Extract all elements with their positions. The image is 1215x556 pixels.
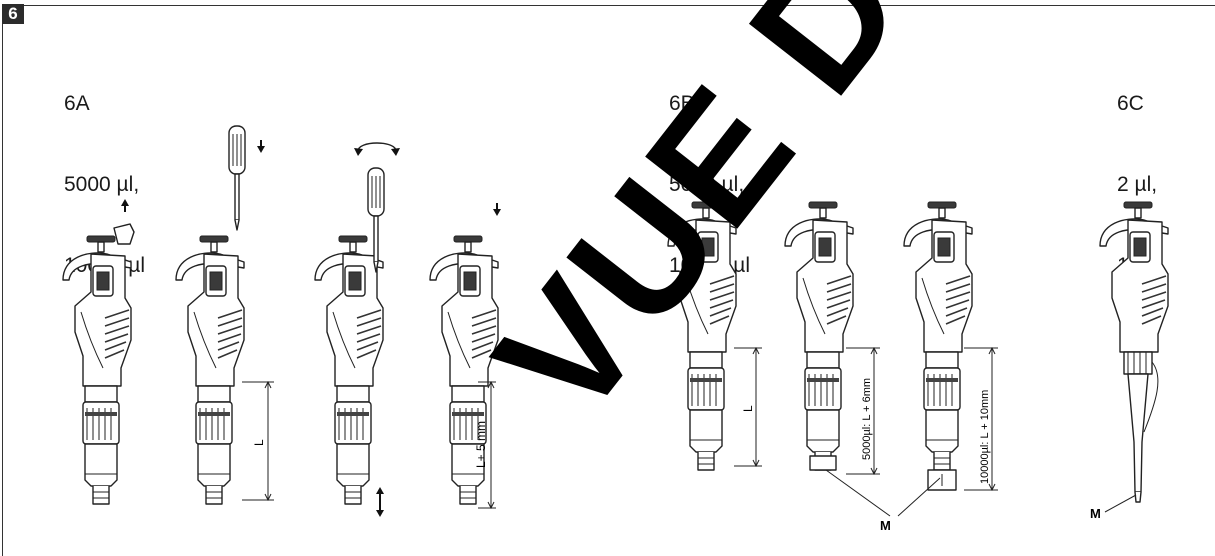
frame-top-rule: [24, 5, 1215, 6]
rotate-arrow-icon: [354, 142, 400, 156]
pipette-6c: [1099, 201, 1169, 503]
dimension-b3-label: 10000µl: L + 10mm: [979, 390, 991, 484]
callout-m-c: M: [1090, 494, 1137, 521]
callout-m-b: M: [825, 469, 941, 533]
section-6b-title: 6B: [669, 92, 695, 115]
arrow-down-icon: [257, 140, 265, 153]
pipette-6b-3: [903, 201, 973, 491]
pipette-6a-3: [314, 235, 384, 505]
dimension-b3: 10000µl: L + 10mm: [964, 346, 998, 492]
section-6c-title: 6C: [1117, 92, 1144, 115]
dimension-a2: L: [242, 380, 274, 502]
callout-m-b-label: M: [880, 518, 891, 533]
screwdriver-icon: [228, 125, 246, 231]
arrow-down-icon: [493, 203, 501, 216]
section-6a-volume-1: 5000 µl,: [64, 173, 140, 196]
dimension-a4: L+ 5 mm: [474, 380, 496, 510]
figure-number-badge: 6: [2, 4, 24, 24]
section-6a-title: 6A: [64, 92, 90, 115]
dimension-b1: L: [734, 346, 762, 468]
arrow-up-icon: [121, 199, 129, 212]
double-arrow-icon: [376, 487, 384, 517]
dimension-b2: 5000µl: L + 6mm: [846, 346, 880, 476]
frame-left-rule: [2, 24, 3, 556]
dimension-b1-label: L: [741, 405, 755, 412]
callout-m-c-label: M: [1090, 506, 1101, 521]
section-6b-volume-1: 5000 µl,: [669, 173, 745, 196]
dimension-b2-label: 5000µl: L + 6mm: [861, 378, 873, 460]
pipette-6a-1: [62, 223, 135, 505]
pipette-6b-2: [784, 201, 854, 471]
section-6c-volume-1: 2 µl,: [1117, 173, 1158, 196]
pipette-6a-2: [175, 235, 245, 505]
dimension-a4-label: L+ 5 mm: [474, 421, 488, 468]
dimension-a2-label: L: [252, 439, 266, 446]
